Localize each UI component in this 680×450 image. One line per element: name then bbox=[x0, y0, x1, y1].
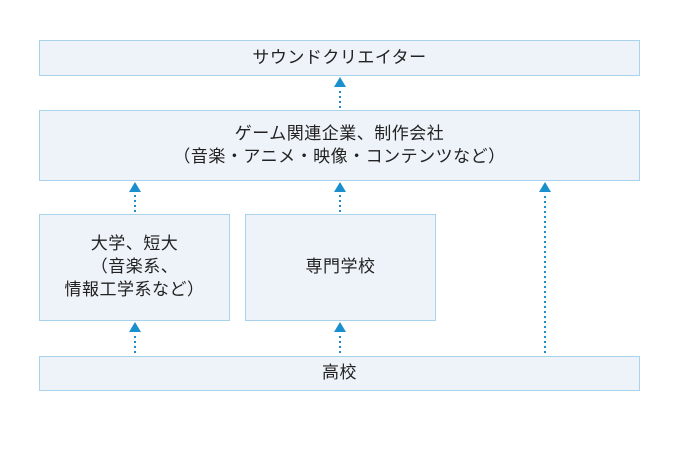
university-box: 大学、短大 （音楽系、 情報工学系など） bbox=[39, 214, 230, 321]
university-label-line2: （音楽系、 bbox=[90, 257, 179, 277]
arrowhead-up-icon bbox=[539, 182, 551, 192]
company-label-line2: （音楽・アニメ・映像・コンテンツなど） bbox=[173, 146, 506, 167]
arrowhead-up-icon bbox=[334, 322, 346, 332]
vocational-school-label: 専門学校 bbox=[305, 257, 376, 277]
university-label-line3: 情報工学系など） bbox=[64, 280, 205, 300]
creator-label: サウンドクリエイター bbox=[252, 47, 427, 68]
arrowhead-up-icon bbox=[334, 182, 346, 192]
vocational-school-box: 専門学校 bbox=[245, 214, 436, 321]
arrowhead-up-icon bbox=[129, 182, 141, 192]
university-label-line1: 大学、短大 bbox=[90, 234, 179, 254]
high-school-box: 高校 bbox=[39, 356, 640, 391]
high-school-label: 高校 bbox=[322, 363, 357, 383]
arrowhead-up-icon bbox=[334, 77, 346, 87]
company-box: ゲーム関連企業、制作会社 （音楽・アニメ・映像・コンテンツなど） bbox=[39, 110, 640, 181]
company-label-line1: ゲーム関連企業、制作会社 bbox=[234, 123, 445, 144]
arrowhead-up-icon bbox=[129, 322, 141, 332]
creator-box: サウンドクリエイター bbox=[39, 40, 640, 76]
